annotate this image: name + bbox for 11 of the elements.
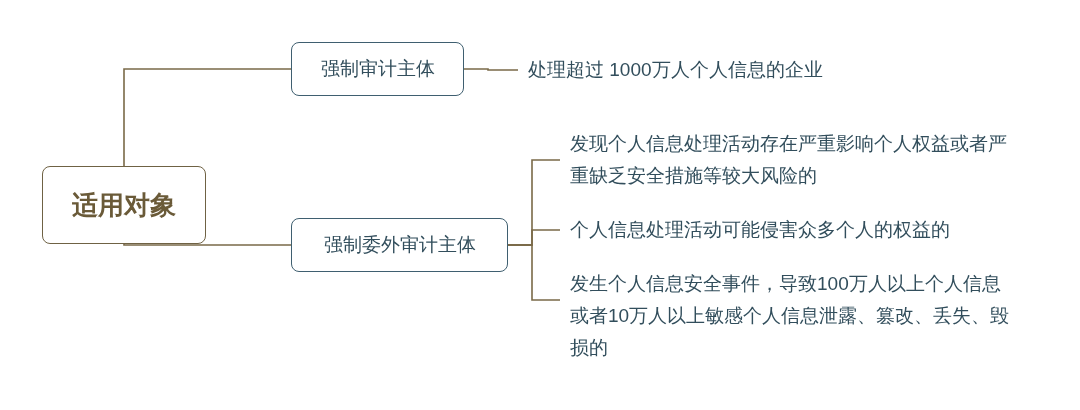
item-text: 发现个人信息处理活动存在严重影响个人权益或者严重缺乏安全措施等较大风险的 bbox=[570, 128, 1020, 192]
item-text: 个人信息处理活动可能侵害众多个人的权益的 bbox=[570, 214, 1040, 246]
item-text: 发生个人信息安全事件，导致100万人以上个人信息或者10万人以上敏感个人信息泄露、篡改、丢失、毁损的 bbox=[570, 268, 1010, 364]
connector-line bbox=[123, 68, 292, 167]
connector-line bbox=[463, 68, 519, 71]
subtopic-box: 强制审计主体 bbox=[291, 42, 464, 96]
subtopic-box: 强制委外审计主体 bbox=[291, 218, 508, 272]
connector-line bbox=[123, 243, 292, 246]
topic-box: 适用对象 bbox=[42, 166, 206, 244]
connector-line bbox=[507, 244, 561, 301]
item-text: 处理超过 1000万人个人信息的企业 bbox=[528, 54, 928, 86]
